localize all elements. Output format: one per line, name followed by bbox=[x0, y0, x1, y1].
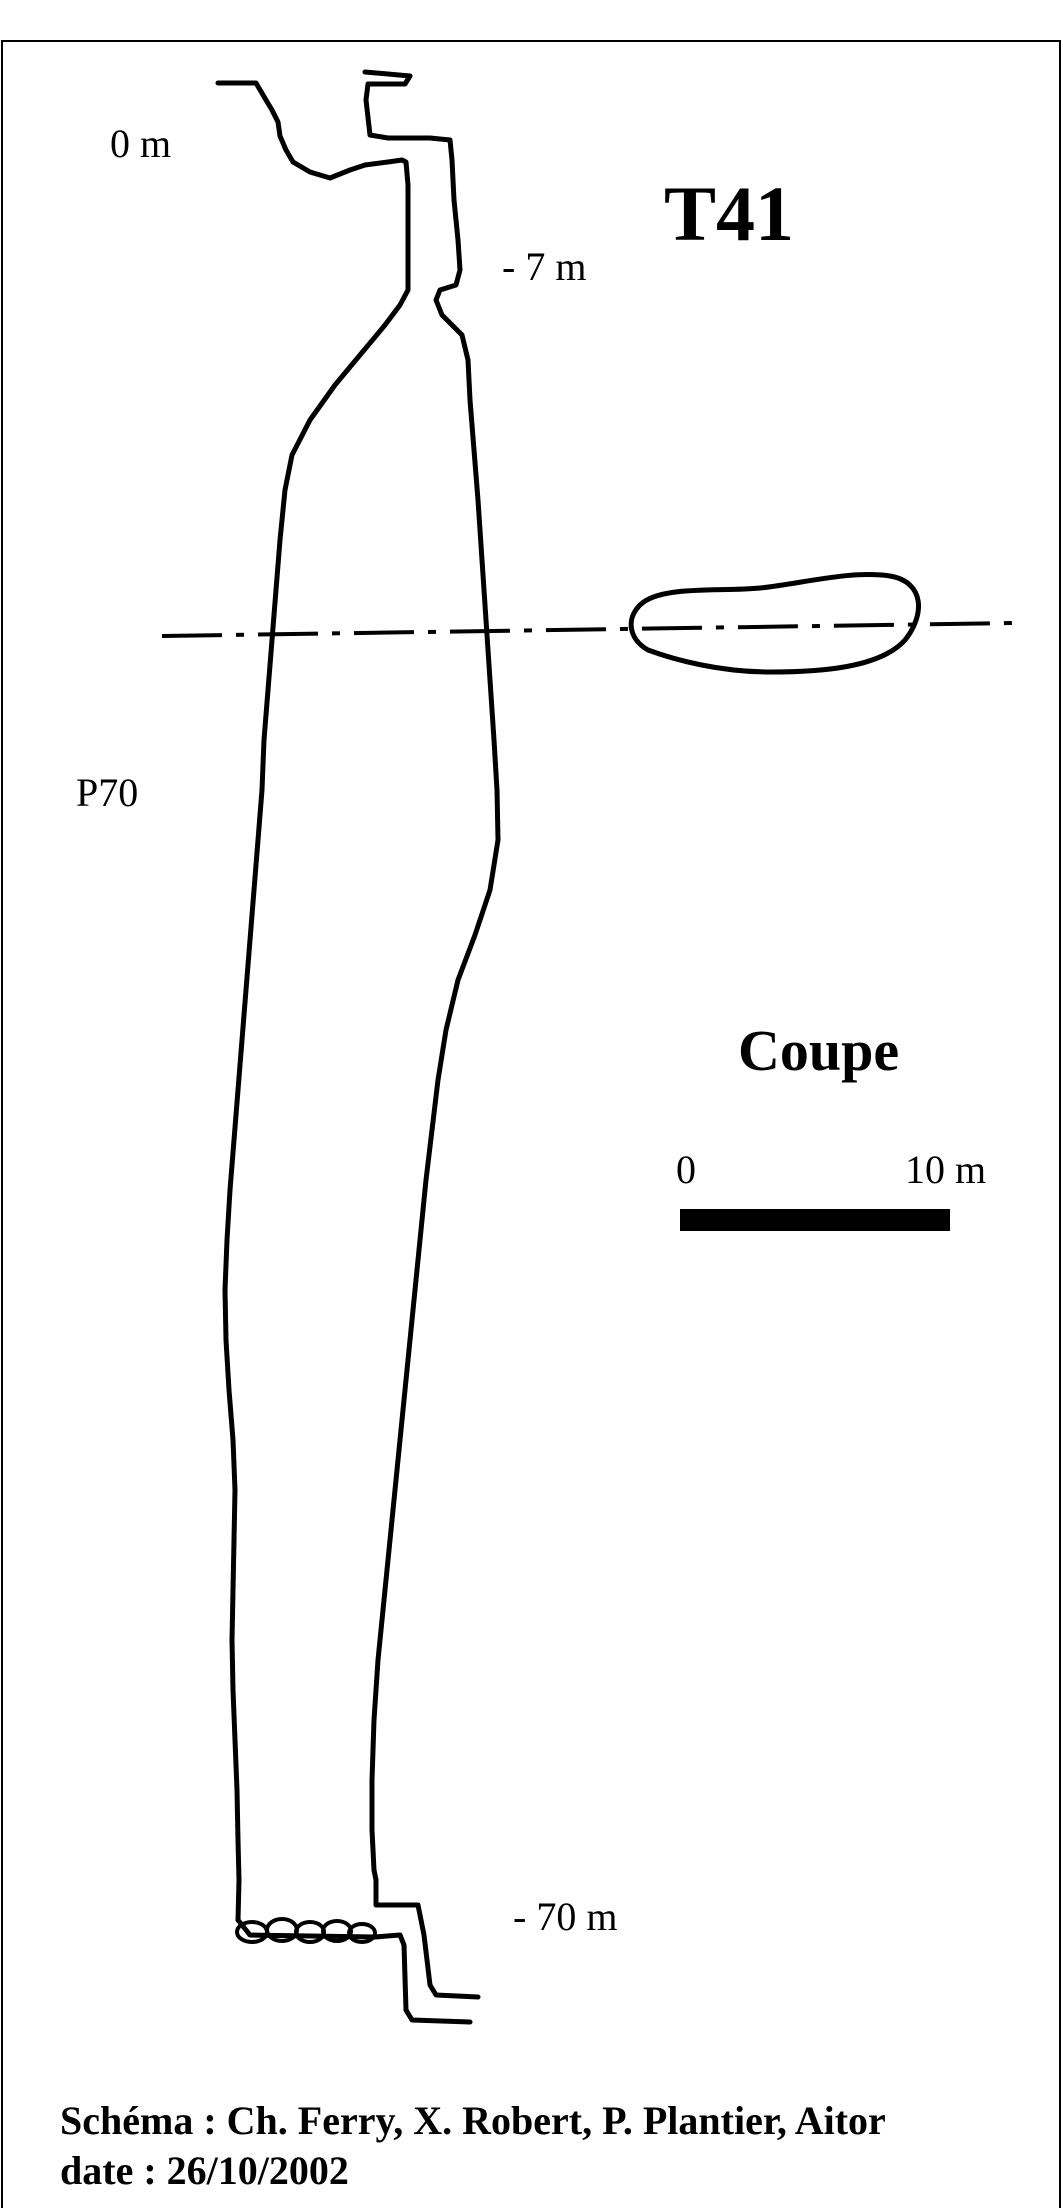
cross-section-outline bbox=[628, 572, 921, 675]
shaft-right-wall bbox=[362, 69, 501, 1883]
scale-end-label: 10 m bbox=[905, 1147, 986, 1192]
scale-bar: 0 10 m bbox=[676, 1147, 986, 1231]
section-line bbox=[161, 621, 1016, 638]
pitch-label: P70 bbox=[76, 770, 138, 815]
depth-label-bottom: - 70 m bbox=[513, 1894, 617, 1939]
credits-block: Schéma : Ch. Ferry, X. Robert, P. Planti… bbox=[60, 2096, 1060, 2196]
sheet-frame bbox=[1, 40, 1061, 2208]
credits-date: date : 26/10/2002 bbox=[60, 2148, 349, 2193]
scale-start-label: 0 bbox=[676, 1147, 696, 1192]
depth-label-entrance: 0 m bbox=[110, 121, 171, 166]
cave-name: T41 bbox=[664, 170, 794, 257]
shaft-bottom-floor bbox=[235, 1877, 481, 2025]
section-title: Coupe bbox=[738, 1018, 899, 1083]
shaft-left-wall bbox=[215, 80, 411, 1923]
boulder-choke bbox=[235, 1917, 377, 1944]
depth-label-ledge: - 7 m bbox=[502, 244, 586, 289]
credits-authors: Schéma : Ch. Ferry, X. Robert, P. Planti… bbox=[60, 2098, 886, 2143]
scale-bar-rect bbox=[680, 1209, 950, 1231]
